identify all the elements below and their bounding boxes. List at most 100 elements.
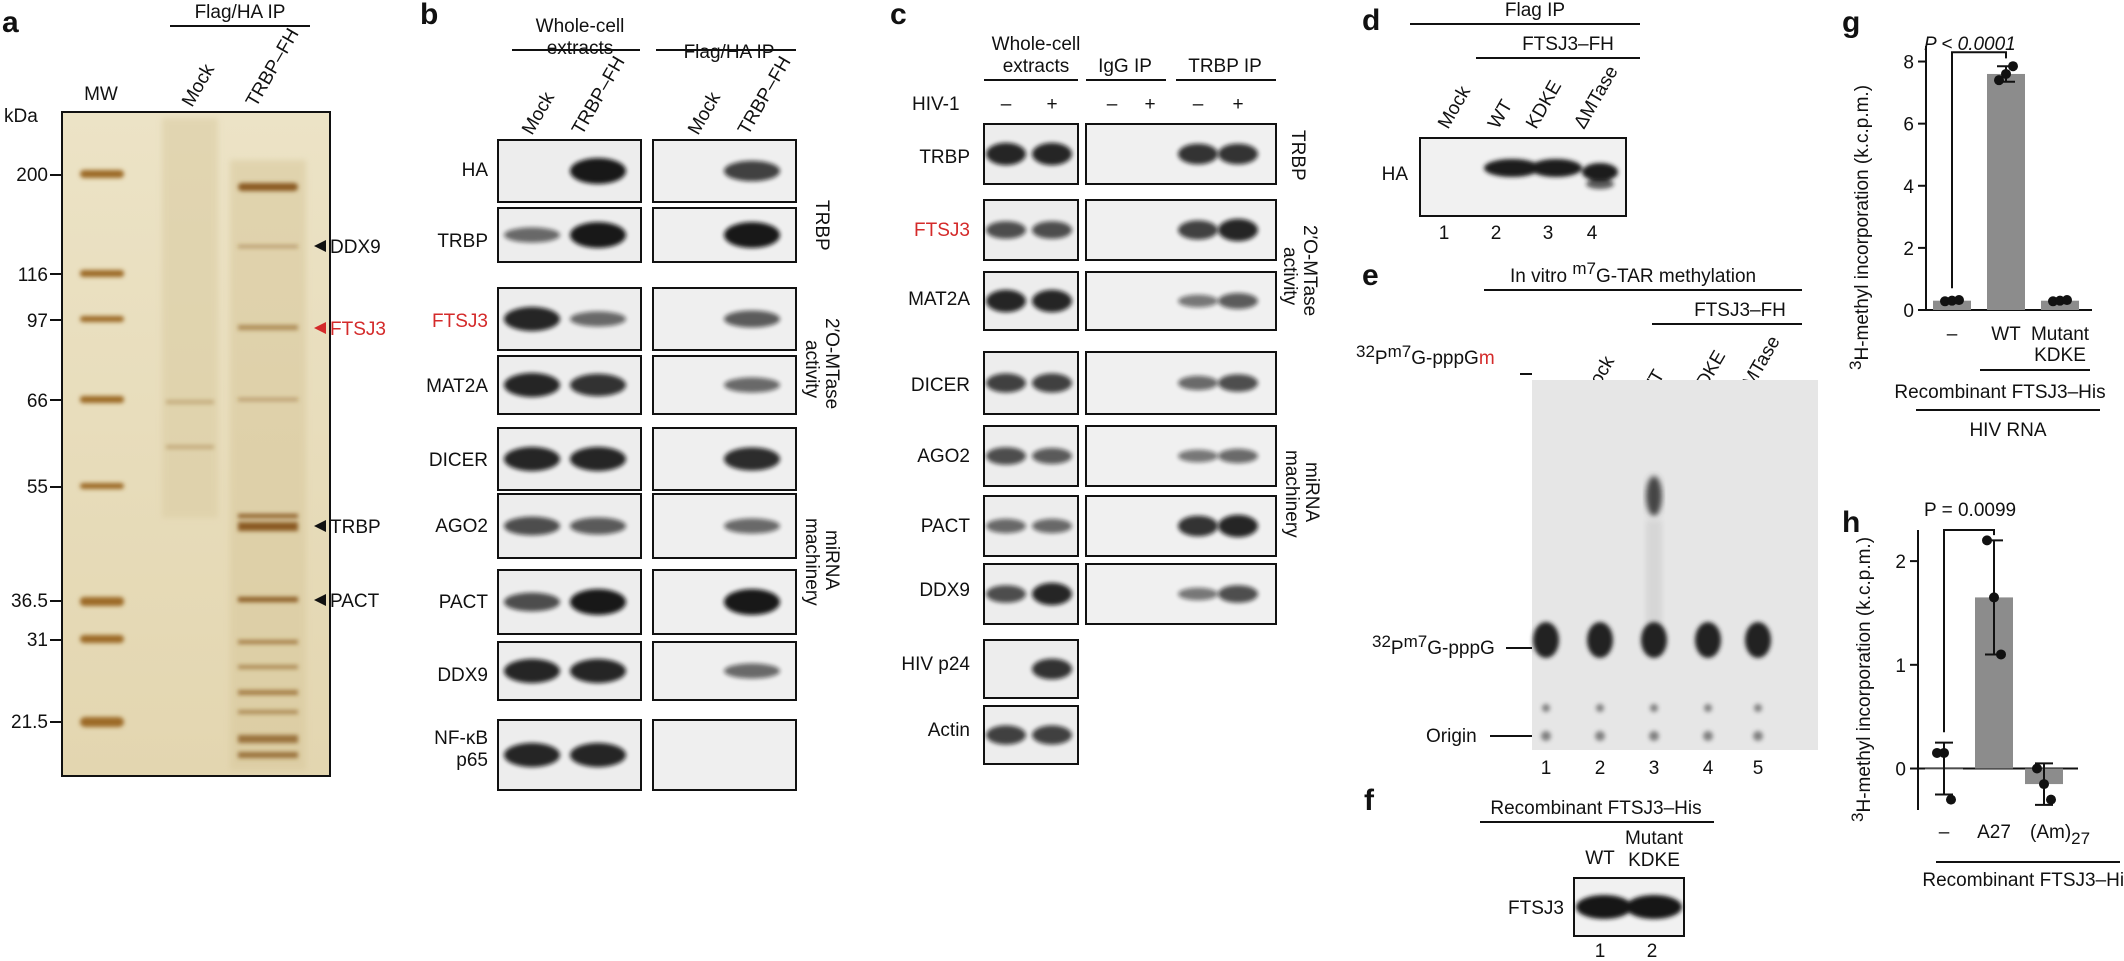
chart-h-point-1-0 [1982,535,1992,546]
panel-f-row: FTSJ3 [1508,898,1564,919]
panel-c-group-mirna-2: machinery [1281,450,1302,538]
panel-g-xlabel-1: Recombinant FTSJ3–His [1894,382,2105,403]
panel-b-ip-header: Flag/HA IP [684,42,775,63]
panel-e-product: 32Pm7G-pppGm [1356,342,1495,369]
panel-e-num-4: 4 [1703,758,1714,779]
panel-b: b Whole-cell extracts Flag/HA IP Mock TR… [420,0,842,791]
panel-b-wce-2: extracts [547,38,614,59]
panel-c-row-pact: PACT [921,516,971,537]
panel-c-group-mtase-2: activity [1279,247,1300,306]
chart-h-point-1-1 [1989,592,1999,603]
panel-c-hiv: HIV-1 [912,94,960,115]
blot-c-band-3-0 [986,373,1026,393]
blot-c-ipband-3-1 [1218,374,1258,392]
panel-b-row-dicer: DICER [429,450,488,471]
panel-f-label: f [1364,784,1375,817]
blot-c-ipband-1-0 [1178,220,1218,240]
blot-b-band-3-0 [504,372,560,398]
panel-c-row-ago2: AGO2 [917,446,970,467]
chart-g-significance-bracket [1951,51,2007,289]
panel-c-sign-5: – [1193,94,1204,115]
chart-g-tick-label-0: 0 [1903,301,1914,322]
panel-f: f Recombinant FTSJ3–His WT Mutant KDKE F… [1364,784,1714,961]
panel-b-group-mirna-2: machinery [801,518,822,606]
panel-a-lane-mock: Mock [178,60,219,110]
blot-b-band-4-0 [504,446,560,472]
panel-e: e In vitro m7G-TAR methylation FTSJ3–FH … [1356,259,1818,779]
panel-b-lane-2: TRBP–FH [568,53,629,138]
mw-55: 55 [27,477,48,498]
panel-h-label: h [1842,506,1860,539]
panel-g-xlabel-2: HIV RNA [1969,420,2046,441]
panel-c-wce-2: extracts [1003,56,1070,77]
panel-c-igg: IgG IP [1098,56,1152,77]
blot-c-band-6-0 [986,585,1026,603]
blot-b-band-4-3 [724,447,780,471]
panel-b-row-ago2: AGO2 [435,516,488,537]
chart-h-significance-bracket [1943,529,1995,733]
panel-c-row-p24: HIV p24 [901,654,970,675]
panel-d-lane-kdke: KDKE [1522,77,1566,132]
chart-g-point-0-2 [1954,295,1964,306]
panel-g: g 3H-methyl incorporation (k.c.p.m.) 024… [1842,6,2106,441]
blot-c-band-6-1 [1032,582,1072,606]
chart-g-point-1-0 [1994,75,2004,86]
panel-c-row-dicer: DICER [911,375,970,396]
panel-g-cat-2: WT [1991,324,2021,345]
panel-d-num-1: 1 [1439,223,1450,244]
panel-g-label: g [1842,6,1860,39]
blot-b-band-3-3 [724,377,780,393]
chart-h-point-2-2 [2046,794,2056,805]
chart-g-bar-1 [1987,73,2025,310]
mw-200: 200 [16,165,48,186]
panel-h-pvalue: P = 0.0099 [1924,500,2016,521]
chart-g-tick-label-2: 4 [1903,177,1914,198]
panel-e-origin: Origin [1426,726,1477,747]
panel-h: h 3H-methyl incorporation (k.c.p.m.) 012… [1842,500,2124,891]
blot-b-band-4-1 [570,446,626,472]
panel-d-lane-dmtase: ΔMTase [1570,63,1623,133]
panel-d-lane-wt: WT [1484,96,1517,132]
panel-e-num-5: 5 [1753,758,1764,779]
panel-d-subheader: FTSJ3–FH [1522,34,1614,55]
blot-c-band-5-1 [1032,518,1072,534]
blot-b-band-2-3 [724,310,780,328]
panel-b-group-trbp: TRBP [811,200,832,251]
chart-g-point-1-1 [2001,68,2011,79]
blot-b-band-0-1 [570,158,626,184]
chart-h-tick-label-2: 2 [1895,552,1906,573]
mw-97: 97 [27,311,48,332]
panel-b-row-pact: PACT [439,592,489,613]
blot-c-band-1-1 [1032,221,1072,239]
panel-f-header: Recombinant FTSJ3–His [1490,798,1701,819]
panel-f-lane-kdke: KDKE [1628,850,1680,871]
blot-c-ipband-2-0 [1178,294,1218,308]
panel-e-title: In vitro m7G-TAR methylation [1510,259,1756,287]
blot-c-band-2-1 [1032,289,1072,313]
band-pact: PACT [330,591,380,612]
blot-c-ipband-5-1 [1218,514,1258,538]
panel-c-row-mat2a: MAT2A [908,289,970,310]
band-trbp: TRBP [330,517,381,538]
band-ddx9: DDX9 [330,237,381,258]
panel-c-row-ddx9: DDX9 [919,580,970,601]
panel-e-subheader: FTSJ3–FH [1694,300,1786,321]
blot-b-band-5-1 [570,517,626,535]
panel-a-label: a [2,6,19,39]
panel-c-group-trbp: TRBP [1287,130,1308,181]
panel-g-ylabel: 3H-methyl incorporation (k.c.p.m.) [1846,85,1873,370]
blot-b-band-6-1 [570,589,626,615]
blot-c-ipband-0-0 [1178,143,1218,165]
panel-a: a Flag/HA IP MW Mock TRBP–FH kDa [2,2,386,777]
chart-h-tick-label-0: 0 [1895,760,1906,781]
panel-b-lane-3: Mock [684,88,725,138]
panel-b-row-trbp: TRBP [437,231,488,252]
blot-c-band-8-1 [1032,725,1072,745]
blot-c-band-8-0 [986,725,1026,745]
panel-d-lane-mock: Mock [1434,82,1475,132]
panel-b-group-mirna-1: miRNA [821,530,842,590]
panel-d-num-2: 2 [1491,223,1502,244]
mw-66: 66 [27,391,48,412]
chart-g-point-1-2 [2008,61,2018,72]
panel-c-group-mirna-1: miRNA [1301,462,1322,522]
